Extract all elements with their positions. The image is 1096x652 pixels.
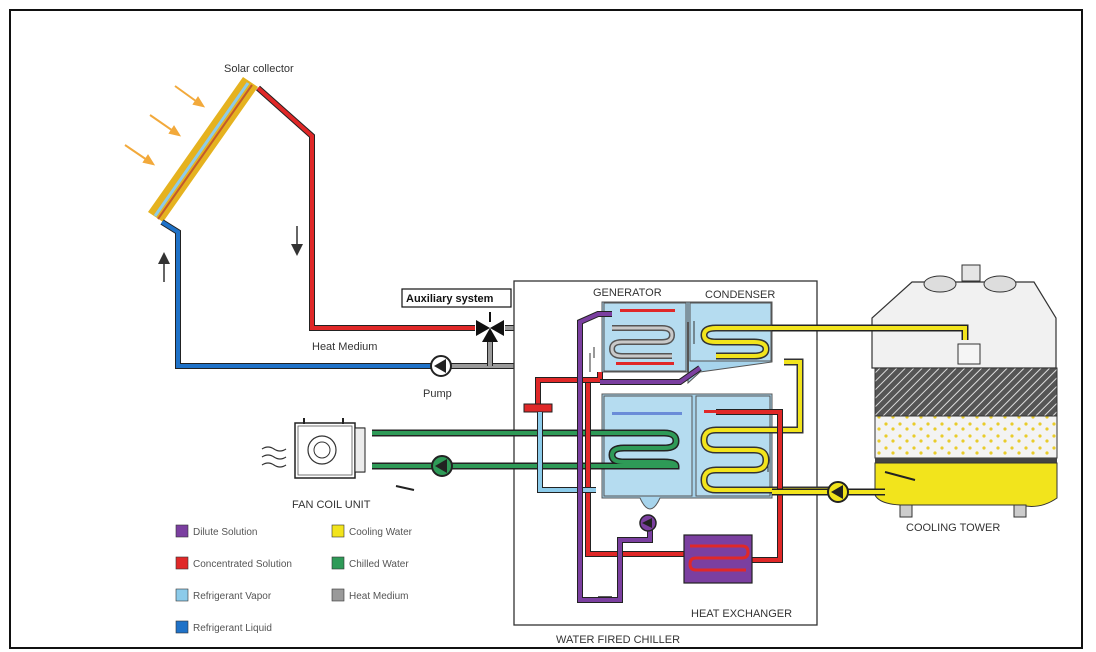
auxiliary-valve-icon <box>476 312 504 342</box>
generator-drops <box>616 309 675 365</box>
svg-text:Cooling Water: Cooling Water <box>349 527 413 538</box>
cooling-tower <box>871 264 1058 518</box>
svg-text:Concentrated Solution: Concentrated Solution <box>193 559 292 570</box>
svg-text:Refrigerant Vapor: Refrigerant Vapor <box>193 591 272 602</box>
auxiliary-system-label: Auxiliary system <box>406 293 494 305</box>
solar-collector <box>148 77 258 222</box>
legend-item: Cooling Water <box>331 524 413 538</box>
heat-medium-label: Heat Medium <box>312 341 377 353</box>
sun-rays <box>124 85 206 166</box>
legend-item: Heat Medium <box>331 588 408 602</box>
legend-item: Dilute Solution <box>175 524 257 538</box>
cold-return-pipe <box>160 219 433 369</box>
svg-text:Heat Medium: Heat Medium <box>349 591 408 602</box>
svg-text:Dilute Solution: Dilute Solution <box>193 527 257 538</box>
generator-label: GENERATOR <box>593 287 662 299</box>
pump-icon <box>430 355 452 377</box>
legend: Dilute Solution Concentrated Solution Re… <box>175 524 413 634</box>
spray-header <box>523 403 553 413</box>
legend-item: Refrigerant Vapor <box>175 588 272 602</box>
evaporator-spray <box>612 412 682 415</box>
condenser-label: CONDENSER <box>705 289 775 301</box>
legend-item: Refrigerant Liquid <box>175 620 272 634</box>
cooling-tower-label: COOLING TOWER <box>906 522 1000 534</box>
fan-coil-unit <box>261 418 415 491</box>
legend-item: Concentrated Solution <box>175 556 292 570</box>
auxiliary-system-box <box>401 288 512 308</box>
svg-text:Refrigerant Liquid: Refrigerant Liquid <box>193 623 272 634</box>
water-fired-chiller-label: WATER FIRED CHILLER <box>556 634 680 646</box>
heat-exchanger <box>683 534 753 584</box>
heat-exchanger-label: HEAT EXCHANGER <box>691 608 792 620</box>
cooling-water-pump-icon <box>827 481 849 503</box>
solar-collector-label: Solar collector <box>224 63 294 75</box>
hot-supply-pipe <box>256 85 475 331</box>
svg-text:Chilled Water: Chilled Water <box>349 559 409 570</box>
concentrated-solution-pipe <box>535 372 783 563</box>
chilled-water-pump-icon <box>431 455 453 477</box>
legend-item: Chilled Water <box>331 556 409 570</box>
pump-label: Pump <box>423 388 452 400</box>
solution-pump-icon <box>639 514 657 532</box>
dilute-solution-pipe <box>577 311 702 603</box>
fan-coil-unit-label: FAN COIL UNIT <box>292 499 371 511</box>
